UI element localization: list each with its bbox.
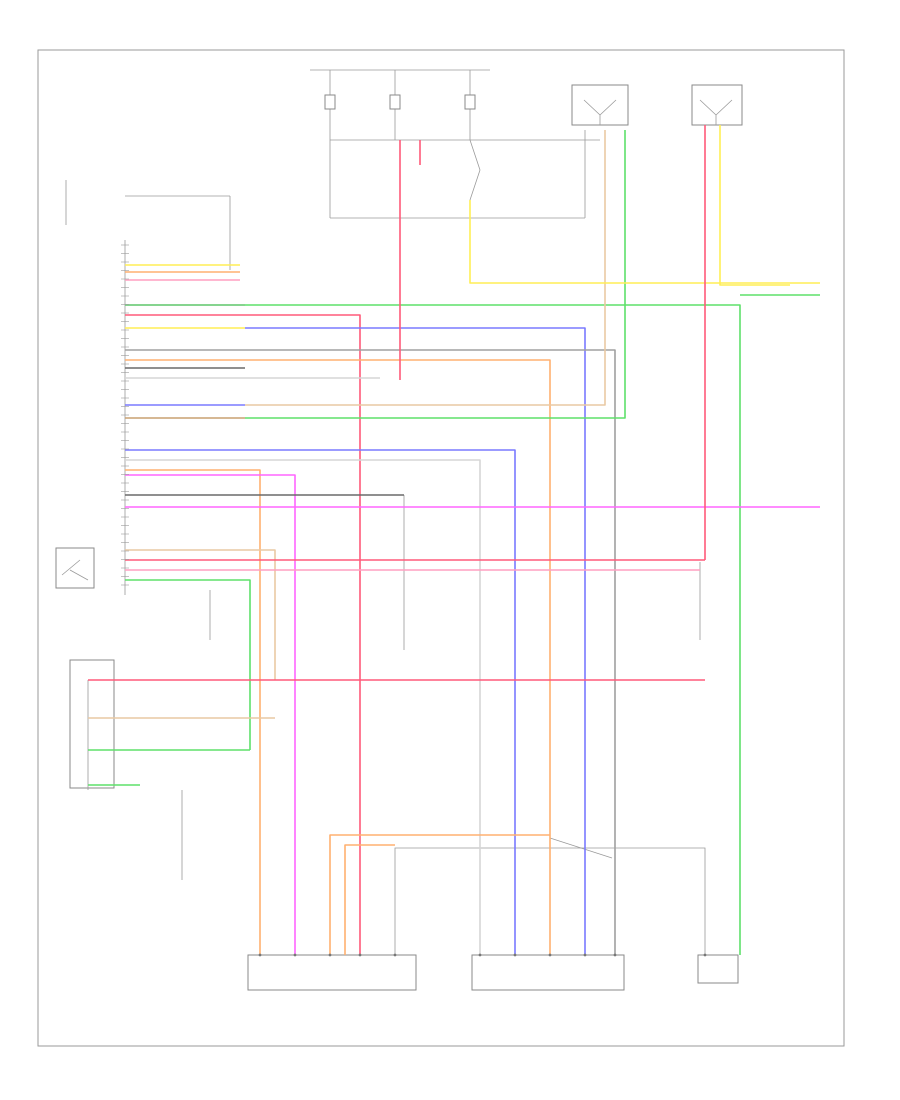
module-pin xyxy=(293,953,297,957)
wire-trace xyxy=(245,130,606,406)
fuse-block-area xyxy=(310,69,600,219)
instrument-cluster-connector xyxy=(65,180,231,595)
wire-trace xyxy=(125,549,276,680)
module-box-left xyxy=(69,659,115,789)
bottom-module-left xyxy=(247,954,417,991)
module-pin xyxy=(478,953,482,957)
module-pin xyxy=(548,953,552,957)
module-pin xyxy=(583,953,587,957)
wire-trace xyxy=(344,844,395,955)
ground-symbols xyxy=(181,495,701,880)
switch-box-left xyxy=(55,547,95,589)
module-pin xyxy=(513,953,517,957)
module-pin xyxy=(258,953,262,957)
wire-trace xyxy=(125,314,361,955)
wire-trace xyxy=(125,359,551,955)
component-top-right xyxy=(691,84,743,126)
bottom-module-center xyxy=(471,954,625,991)
module-pin xyxy=(393,953,397,957)
wire-trace xyxy=(245,130,626,419)
connector-pins xyxy=(121,244,707,957)
wire-trace xyxy=(125,579,251,750)
wire-trace xyxy=(469,200,820,284)
module-pin xyxy=(703,953,707,957)
module-pin xyxy=(358,953,362,957)
module-pin xyxy=(613,953,617,957)
wire-trace xyxy=(125,304,741,955)
wire-trace xyxy=(329,834,550,955)
wire-trace xyxy=(125,474,296,955)
wire-trace xyxy=(125,449,516,955)
wire-trace xyxy=(125,469,261,955)
diagram-border xyxy=(37,49,845,1047)
wire-trace xyxy=(719,125,790,286)
module-pin xyxy=(328,953,332,957)
wire-trace xyxy=(125,459,481,955)
wire-layer xyxy=(88,125,820,955)
wire-trace xyxy=(245,327,586,955)
wire-trace xyxy=(125,349,616,955)
bottom-module-right xyxy=(697,954,739,984)
